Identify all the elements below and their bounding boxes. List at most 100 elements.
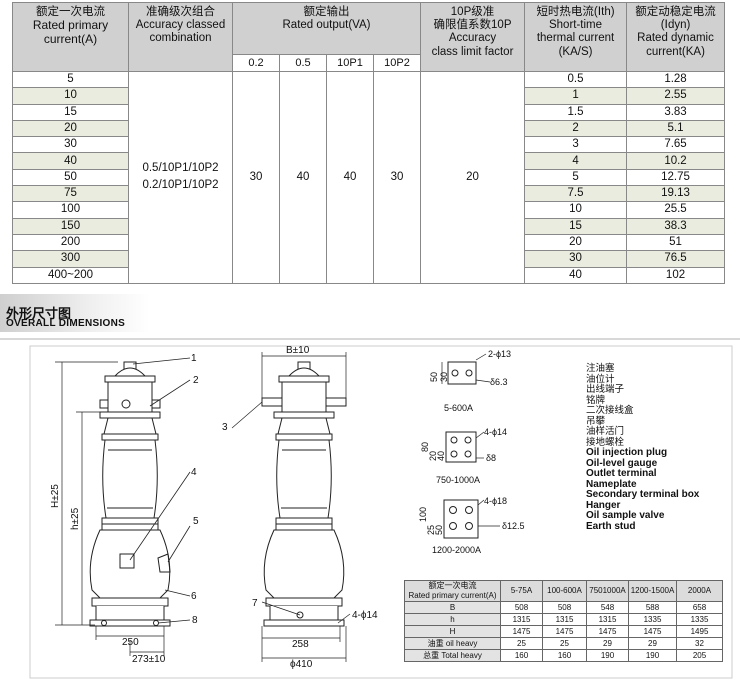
terminal-small-thick: δ6.3 [490,377,508,387]
dim-cell: 508 [500,601,543,614]
terminal-big-h2: 25 [426,525,436,535]
dim-cell: 1475 [500,625,543,638]
terminal-mid [445,431,485,463]
terminal-big-label: 1200-2000A [432,545,481,555]
header-accuracy: 准确级次组合 Accuracy classed combination [128,2,233,72]
cell-dynamic: 19.13 [626,185,726,203]
dim-cell: 29 [586,637,629,650]
dim-273: 273±10 [132,654,166,665]
legend-item-zh: 吊攀 [586,415,606,427]
header-rated-output: 额定输出 Rated output(VA) [231,2,422,55]
output-col-3: 10P2 [372,54,422,72]
dim-row-label: h [404,613,501,626]
cell-dynamic: 3.83 [626,103,726,121]
cell-primary-current: 75 [12,185,129,203]
cell-output-value: 40 [326,71,374,284]
terminal-small-h: 50 [429,372,439,382]
legend-item-zh: 二次接线盒 [586,405,634,416]
section-title-zh: 外形尺寸图 [6,306,72,321]
terminal-big-h3: 50 [434,525,444,535]
spec-table: 额定一次电流 Rated primary current(A) 准确级次组合 A… [12,2,726,284]
terminal-mid-h2: 20 [428,451,438,461]
dim-h: h±25 [70,507,81,530]
cell-dynamic: 12.75 [626,168,726,187]
terminal-mid-thick: δ8 [486,453,496,463]
terminal-mid-h3: 40 [436,451,446,461]
cell-primary-current: 300 [12,250,129,268]
cell-thermal: 4 [524,152,628,170]
cell-primary-current: 100 [12,201,129,219]
cell-primary-current: 20 [12,119,129,138]
dim-col-4: 2000A [676,580,723,602]
terminal-small-label: 5-600A [444,403,473,413]
callout-2: 2 [193,375,199,386]
terminal-small [441,353,491,385]
dim-cell: 25 [500,637,543,650]
dim-col-0: 5-75A [500,580,543,602]
side-view [261,361,347,627]
output-col-0: 0.2 [232,54,280,72]
cell-thermal: 7.5 [524,185,628,203]
dim-col-2: 7501000A [586,580,629,602]
cell-primary-current: 200 [12,233,129,252]
cell-thermal: 30 [524,250,628,268]
legend-item-en: Hanger [586,499,621,511]
dim-holes: 4-ϕ14 [352,610,378,621]
dim-cell: 658 [676,601,723,614]
legend-item-en: Oil injection plug [586,447,668,458]
terminal-big [443,499,500,539]
section-title-bar [0,294,150,332]
header-alf: 10P级准 确限值系数10P Accuracy class limit fact… [420,2,526,72]
cell-thermal: 40 [524,266,628,284]
cell-primary-current: 5 [12,70,129,89]
cell-thermal: 15 [524,217,628,235]
cell-dynamic: 25.5 [626,201,726,219]
dim-250: 250 [122,637,139,648]
callout-7: 7 [252,598,258,609]
dim-row-label: 油重 oil heavy [404,637,501,650]
cell-output-value: 30 [372,71,422,284]
cell-thermal: 5 [524,168,628,187]
dim-258: 258 [292,639,309,650]
dim-row-label: H [404,625,501,638]
dim-410: ϕ410 [290,659,313,670]
dim-cell: 190 [628,649,677,662]
callout-3: 3 [222,422,228,433]
front-view [89,361,171,627]
callout-4: 4 [191,467,197,478]
dim-cell: 1335 [628,613,677,626]
dim-row-label: B [404,601,501,614]
dim-cell: 1475 [586,625,629,638]
header-primary-current: 额定一次电流 Rated primary current(A) [12,2,129,72]
dim-cell: 588 [628,601,677,614]
cell-dynamic: 51 [626,233,726,252]
cell-thermal: 20 [524,233,628,252]
terminal-big-h1: 100 [418,507,428,522]
terminal-big-holes: 4-ϕ18 [484,496,507,506]
cell-output-value: 30 [232,71,280,284]
dim-row-label: 总重 Total heavy [404,649,501,662]
legend-item-en: Secondary terminal box [586,489,700,500]
dim-H: H±25 [50,484,61,508]
header-dynamic: 额定动稳定电流 (Ⅰdyn) Rated dynamic current(KA) [626,2,726,72]
cell-primary-current: 50 [12,168,129,187]
dim-cell: 160 [500,649,543,662]
dim-cell: 1315 [542,613,587,626]
section-border [0,338,740,340]
parts-legend: 注油塞油位计出线端子铭牌二次接线盒吊攀油样活门接地螺栓 Oil injectio… [586,363,700,532]
cell-primary-current: 15 [12,103,129,121]
cell-dynamic: 1.28 [626,70,726,89]
cell-primary-current: 150 [12,217,129,235]
dim-cell: 25 [542,637,587,650]
dim-cell: 1475 [628,625,677,638]
legend-item-en: Earth stud [586,520,636,532]
